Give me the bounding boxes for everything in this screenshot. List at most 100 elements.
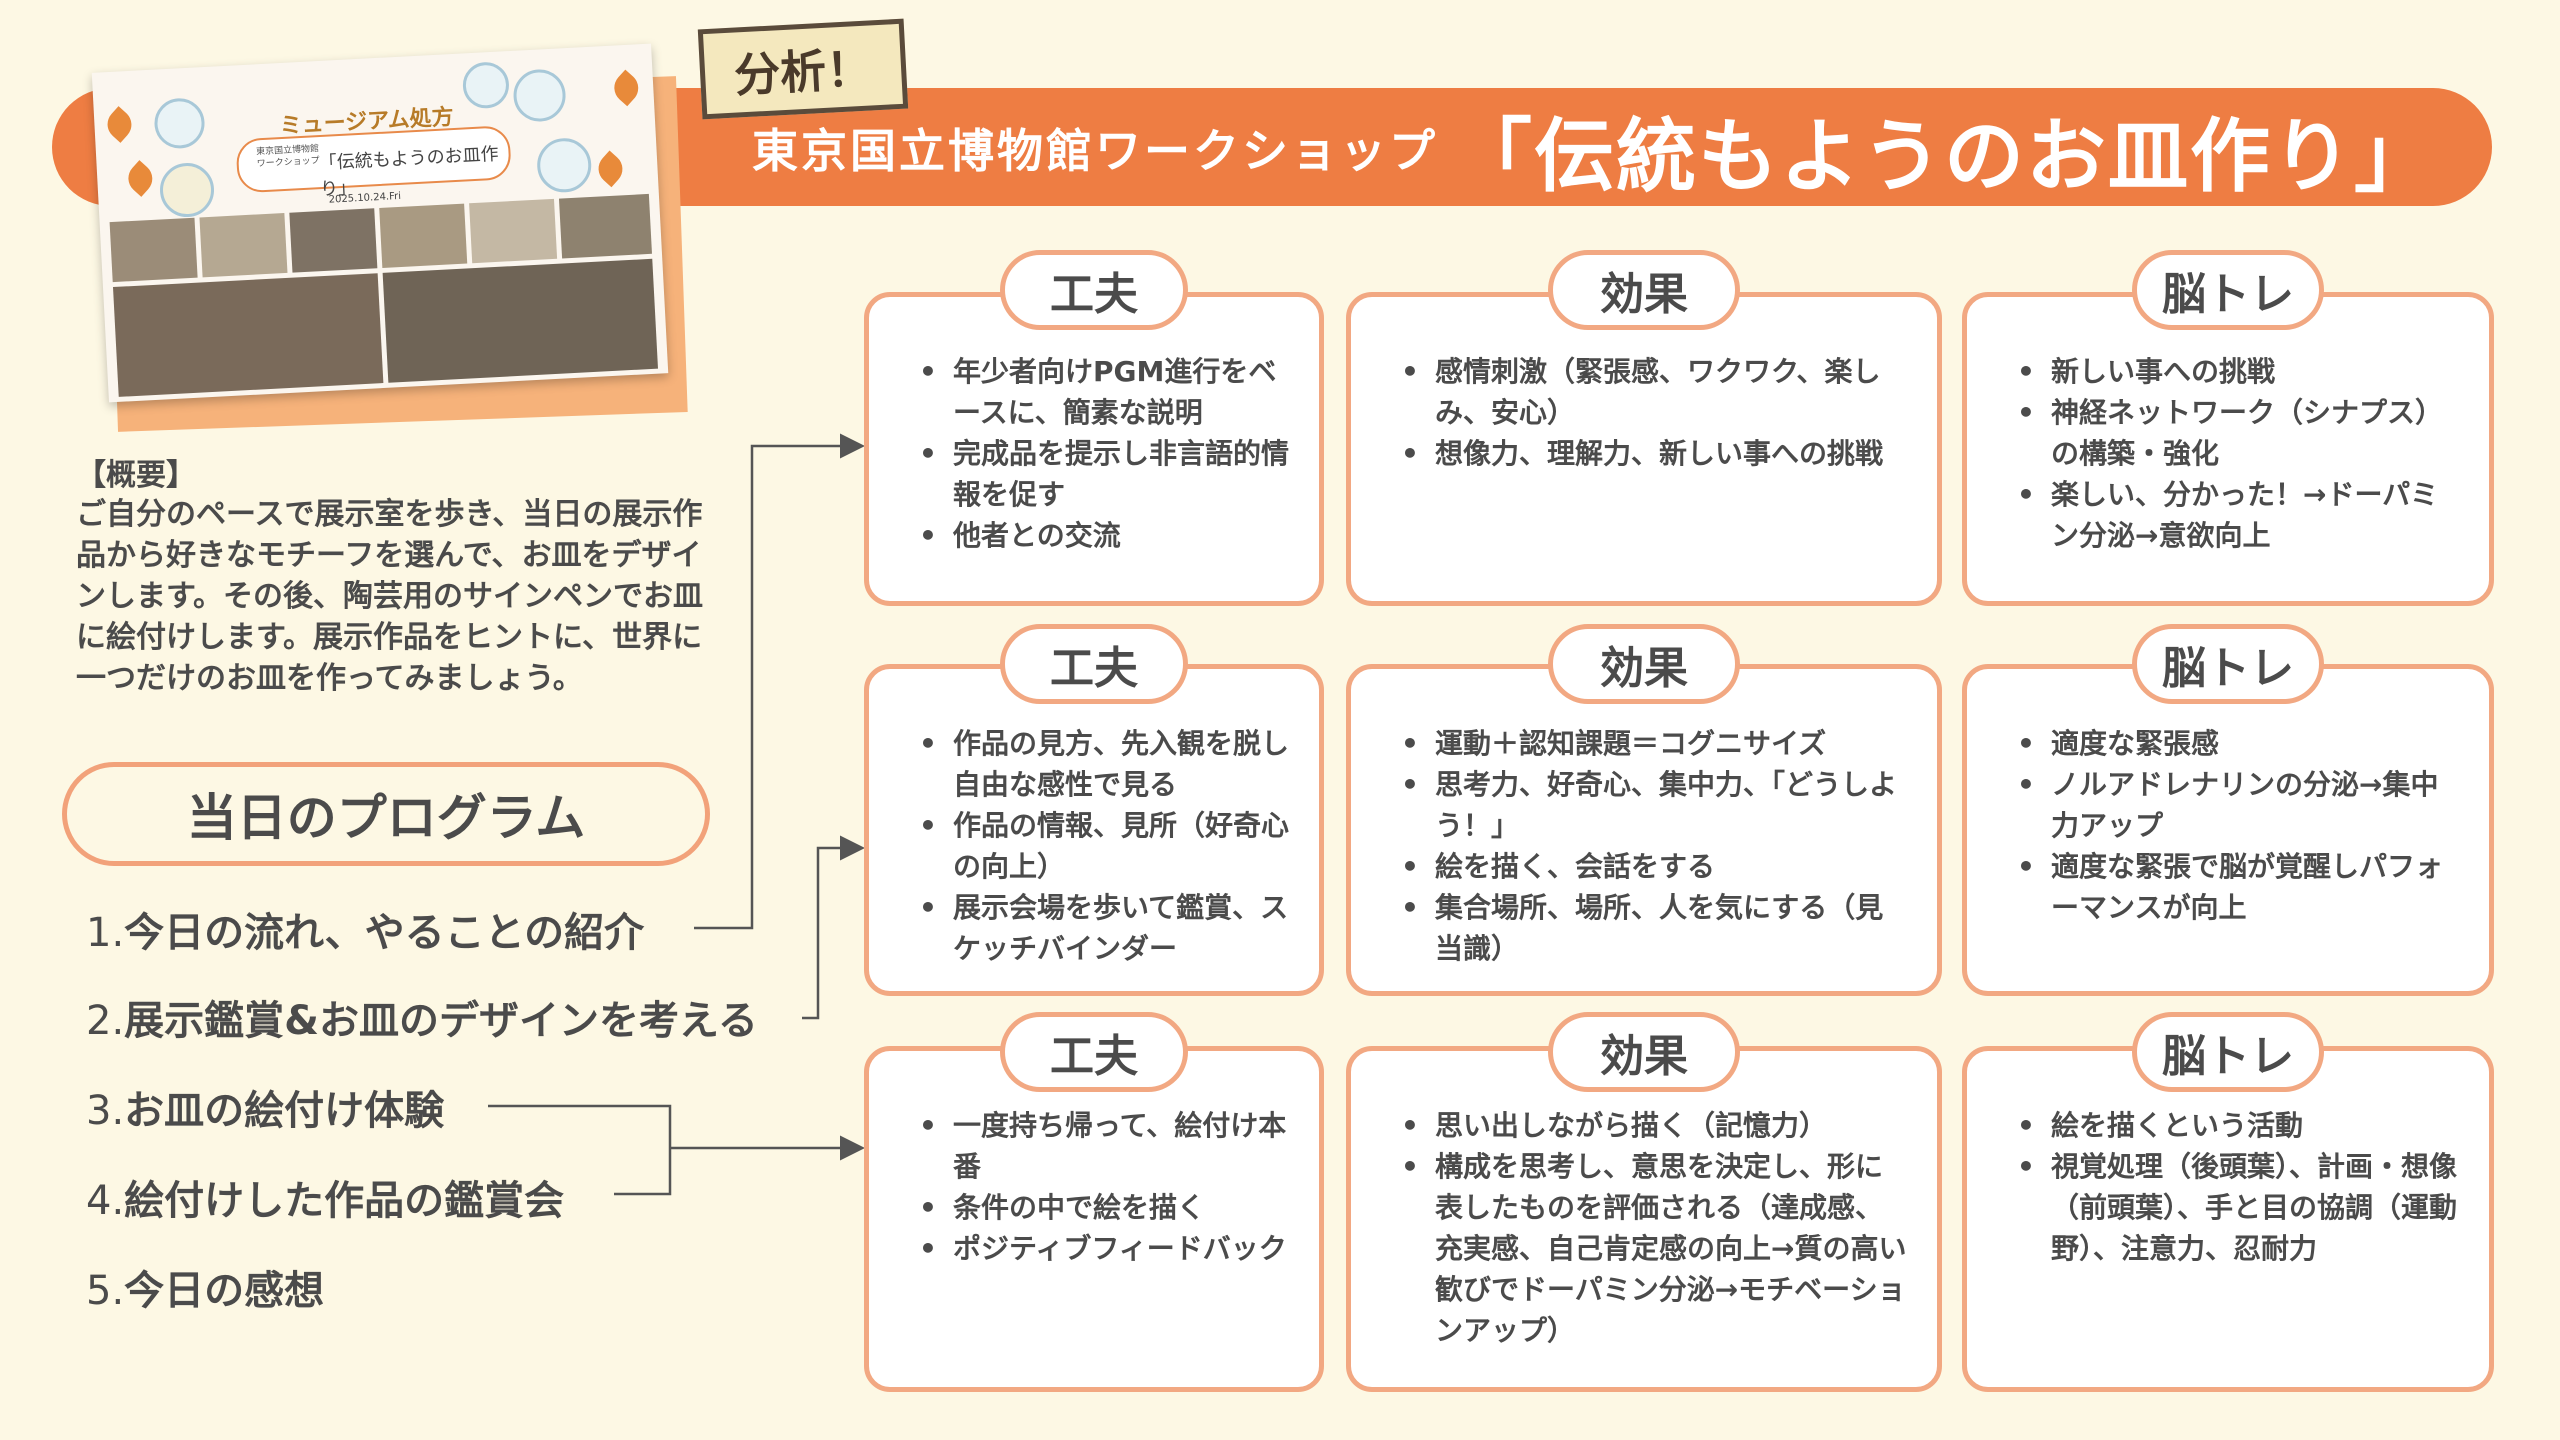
- flyer-photo: [199, 212, 288, 278]
- flyer-photo: [379, 203, 468, 268]
- list-item: 年少者向けPGM進行をベースに、簡素な説明: [919, 351, 1289, 433]
- plate-icon: [535, 136, 593, 194]
- overview-body: ご自分のペースで展示室を歩き、当日の展示作品から好きなモチーフを選んで、お皿をデ…: [76, 497, 703, 696]
- notore-label-2: 脳トレ: [2132, 624, 2324, 704]
- kufu-label-3: 工夫: [1000, 1012, 1188, 1092]
- connector-line-row1: [694, 433, 865, 930]
- notore-card-1: 新しい事への挑戦 神経ネットワーク（シナプス）の構築・強化 楽しい、分かった！→…: [1962, 292, 2494, 606]
- notore-card-2: 適度な緊張感 ノルアドレナリンの分泌→集中力アップ 適度な緊張で脳が覚醒しパフォ…: [1962, 664, 2494, 996]
- program-item-2: 2.展示鑑賞&お皿のデザインを考える: [86, 988, 758, 1046]
- leaf-icon: [592, 150, 629, 188]
- koka-card-1: 感情刺激（緊張感、ワクワク、楽しみ、安心） 想像力、理解力、新しい事への挑戦: [1346, 292, 1942, 606]
- kufu-list-1: 年少者向けPGM進行をベースに、簡素な説明 完成品を提示し非言語的情報を促す 他…: [919, 351, 1289, 556]
- koka-label-2: 効果: [1548, 624, 1740, 704]
- kufu-card-2: 作品の見方、先入観を脱し自由な感性で見る 作品の情報、見所（好奇心の向上） 展示…: [864, 664, 1324, 996]
- list-item: 展示会場を歩いて鑑賞、スケッチバインダー: [919, 887, 1289, 969]
- list-item: 適度な緊張で脳が覚醒しパフォーマンスが向上: [2017, 846, 2459, 928]
- list-item: 思い出しながら描く（記憶力）: [1401, 1105, 1907, 1146]
- list-item: 条件の中で絵を描く: [919, 1187, 1289, 1228]
- leaf-icon: [121, 160, 159, 197]
- flyer-date: 2025.10.24.Fri: [328, 190, 402, 206]
- list-item: 視覚処理（後頭葉）、計画・想像（前頭葉）、手と目の協調（運動野）、注意力、忍耐力: [2017, 1146, 2459, 1269]
- connector-line-row2: [802, 835, 865, 1020]
- kufu-label-1: 工夫: [1000, 250, 1188, 330]
- analysis-badge: 分析！: [697, 18, 909, 120]
- list-item: 作品の情報、見所（好奇心の向上）: [919, 805, 1289, 887]
- program-item-3: 3.お皿の絵付け体験: [86, 1078, 444, 1136]
- list-item: 集合場所、場所、人を気にする（見当識）: [1401, 887, 1907, 969]
- list-item: 新しい事への挑戦: [2017, 351, 2459, 392]
- kufu-card-3: 一度持ち帰って、絵付け本番 条件の中で絵を描く ポジティブフィードバック: [864, 1046, 1324, 1392]
- leaf-icon: [101, 106, 138, 143]
- list-item: 絵を描くという活動: [2017, 1105, 2459, 1146]
- flyer-thumbnail[interactable]: ミュージアム処方 東京国立博物館 ワークショップ 「伝統もようのお皿作り」 20…: [91, 43, 669, 403]
- kufu-list-2: 作品の見方、先入観を脱し自由な感性で見る 作品の情報、見所（好奇心の向上） 展示…: [919, 723, 1289, 969]
- flyer-small-line: ワークショップ: [256, 156, 320, 170]
- plate-icon: [153, 97, 206, 150]
- kufu-label-2: 工夫: [1000, 624, 1188, 704]
- flyer-photo: [558, 193, 652, 259]
- list-item: 感情刺激（緊張感、ワクワク、楽しみ、安心）: [1401, 351, 1907, 433]
- program-item-1: 1.今日の流れ、やることの紹介: [86, 900, 644, 958]
- plate-icon: [512, 68, 567, 123]
- notore-list-2: 適度な緊張感 ノルアドレナリンの分泌→集中力アップ 適度な緊張で脳が覚醒しパフォ…: [2017, 723, 2459, 928]
- koka-label-3: 効果: [1548, 1012, 1740, 1092]
- program-item-5: 5.今日の感想: [86, 1258, 324, 1316]
- program-item-number: 1.: [86, 910, 125, 956]
- koka-card-2: 運動＋認知課題＝コグニサイズ 思考力、好奇心、集中力、「どうしよう！」 絵を描く…: [1346, 664, 1942, 996]
- program-item-number: 3.: [86, 1088, 125, 1134]
- flyer-big-title: 「伝統もようのお皿作り」: [318, 143, 500, 201]
- list-item: 構成を思考し、意思を決定し、形に表したものを評価される（達成感、充実感、自己肯定…: [1401, 1146, 1907, 1351]
- list-item: 完成品を提示し非言語的情報を促す: [919, 433, 1289, 515]
- connector-bracket-row3: [488, 1104, 672, 1196]
- list-item: 楽しい、分かった！→ドーパミン分泌→意欲向上: [2017, 474, 2459, 556]
- list-item: 適度な緊張感: [2017, 723, 2459, 764]
- flyer-photo: [289, 208, 378, 273]
- kufu-card-1: 年少者向けPGM進行をベースに、簡素な説明 完成品を提示し非言語的情報を促す 他…: [864, 292, 1324, 606]
- plate-icon: [158, 161, 216, 219]
- list-item: 想像力、理解力、新しい事への挑戦: [1401, 433, 1907, 474]
- program-title: 当日のプログラム: [62, 762, 710, 866]
- koka-list-2: 運動＋認知課題＝コグニサイズ 思考力、好奇心、集中力、「どうしよう！」 絵を描く…: [1401, 723, 1907, 969]
- program-item-text: お皿の絵付け体験: [124, 1088, 445, 1134]
- list-item: ポジティブフィードバック: [919, 1228, 1289, 1269]
- header-subtitle: 東京国立博物館ワークショップ: [752, 124, 1438, 178]
- notore-label-3: 脳トレ: [2132, 1012, 2324, 1092]
- koka-label-1: 効果: [1548, 250, 1740, 330]
- flyer-photo: [469, 198, 558, 264]
- flyer-title-pill: 東京国立博物館 ワークショップ 「伝統もようのお皿作り」: [235, 125, 512, 200]
- list-item: 一度持ち帰って、絵付け本番: [919, 1105, 1289, 1187]
- kufu-list-3: 一度持ち帰って、絵付け本番 条件の中で絵を描く ポジティブフィードバック: [919, 1105, 1289, 1269]
- program-item-number: 5.: [86, 1268, 125, 1314]
- list-item: 作品の見方、先入観を脱し自由な感性で見る: [919, 723, 1289, 805]
- koka-list-3: 思い出しながら描く（記憶力） 構成を思考し、意思を決定し、形に表したものを評価さ…: [1401, 1105, 1907, 1351]
- program-item-text: 今日の流れ、やることの紹介: [124, 910, 645, 956]
- notore-list-1: 新しい事への挑戦 神経ネットワーク（シナプス）の構築・強化 楽しい、分かった！→…: [2017, 351, 2459, 556]
- list-item: ノルアドレナリンの分泌→集中力アップ: [2017, 764, 2459, 846]
- koka-card-3: 思い出しながら描く（記憶力） 構成を思考し、意思を決定し、形に表したものを評価さ…: [1346, 1046, 1942, 1392]
- program-item-number: 2.: [86, 998, 125, 1044]
- list-item: 神経ネットワーク（シナプス）の構築・強化: [2017, 392, 2459, 474]
- notore-card-3: 絵を描くという活動 視覚処理（後頭葉）、計画・想像（前頭葉）、手と目の協調（運動…: [1962, 1046, 2494, 1392]
- overview-title: 【概要】: [76, 458, 196, 493]
- flyer-photo: [109, 217, 198, 283]
- program-item-text: 展示鑑賞&お皿のデザインを考える: [124, 998, 758, 1044]
- list-item: 他者との交流: [919, 515, 1289, 556]
- flyer-photo: [382, 258, 659, 383]
- list-item: 思考力、好奇心、集中力、「どうしよう！」: [1401, 764, 1907, 846]
- flyer-photo: [112, 273, 384, 397]
- plate-icon: [461, 61, 511, 110]
- notore-list-3: 絵を描くという活動 視覚処理（後頭葉）、計画・想像（前頭葉）、手と目の協調（運動…: [2017, 1105, 2459, 1269]
- flyer-small-text: 東京国立博物館 ワークショップ: [256, 143, 320, 170]
- header-title: 「伝統もようのお皿作り」: [1452, 110, 2436, 203]
- program-item-text: 絵付けした作品の鑑賞会: [124, 1178, 565, 1224]
- list-item: 絵を描く、会話をする: [1401, 846, 1907, 887]
- list-item: 運動＋認知課題＝コグニサイズ: [1401, 723, 1907, 764]
- koka-list-1: 感情刺激（緊張感、ワクワク、楽しみ、安心） 想像力、理解力、新しい事への挑戦: [1401, 351, 1907, 474]
- program-item-4: 4.絵付けした作品の鑑賞会: [86, 1168, 564, 1226]
- program-item-text: 今日の感想: [124, 1268, 325, 1314]
- program-item-number: 4.: [86, 1178, 125, 1224]
- leaf-icon: [607, 69, 645, 107]
- notore-label-1: 脳トレ: [2132, 250, 2324, 330]
